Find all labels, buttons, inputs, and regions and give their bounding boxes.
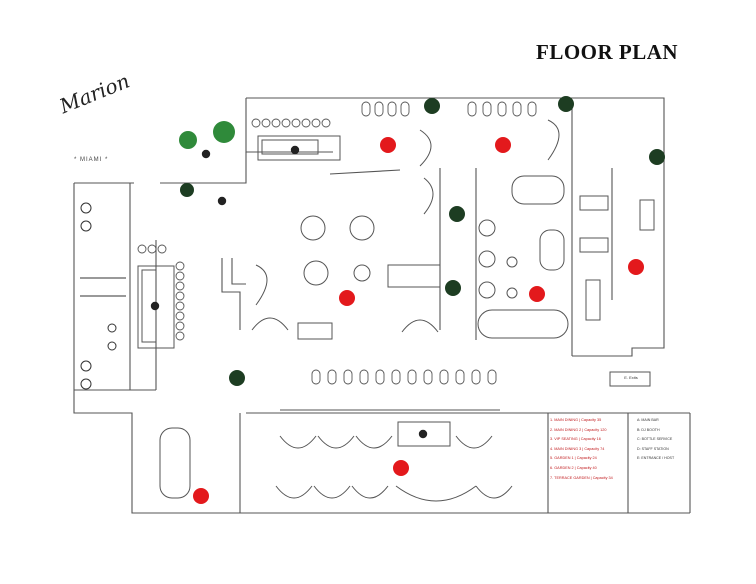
- legend-item: 2. MAIN DINING 2 | Capacity 120: [550, 427, 607, 432]
- legend-item: 3. VIP SEATING | Capacity 16: [550, 437, 601, 442]
- walls: [73, 97, 691, 514]
- round-tables: [300, 215, 518, 299]
- bar-stools: [137, 101, 537, 385]
- legend-note: B: DJ BOOTH: [637, 427, 660, 432]
- facility-markers: [150, 145, 428, 439]
- legend-item: 4. MAIN DINING 3 | Capacity 74: [550, 446, 605, 451]
- seating-legend: 1. MAIN DINING | Capacity 35 2. MAIN DIN…: [550, 416, 628, 483]
- floor-plan-title: FLOOR PLAN: [536, 40, 679, 64]
- exit-label: E. Exits: [624, 375, 638, 380]
- legend-item: 7. TERRACE GARDEN | Capacity 34: [550, 475, 613, 480]
- legend-item: 6. GARDEN 2 | Capacity 40: [550, 465, 597, 470]
- restroom-fixtures: [80, 202, 126, 390]
- facility-legend: A: MAIN BAR B: DJ BOOTH C: BOTTLE SERVIC…: [637, 416, 689, 464]
- logo-subtitle: * MIAMI *: [74, 157, 109, 163]
- legend-note: D: STAFF STATION: [637, 446, 669, 451]
- legend-note: C: BOTTLE SERVICE: [637, 437, 673, 442]
- legend-note: A: MAIN BAR: [637, 418, 659, 422]
- legend-item: 5. GARDEN 1 | Capacity 24: [550, 456, 597, 461]
- booths: [251, 119, 560, 502]
- plants: [179, 96, 665, 386]
- area-markers: [193, 137, 644, 504]
- legend-item: 1. MAIN DINING | Capacity 35: [550, 418, 602, 422]
- legend-note: E: ENTRANCE / HOST: [637, 456, 675, 461]
- main-bar: [137, 135, 655, 499]
